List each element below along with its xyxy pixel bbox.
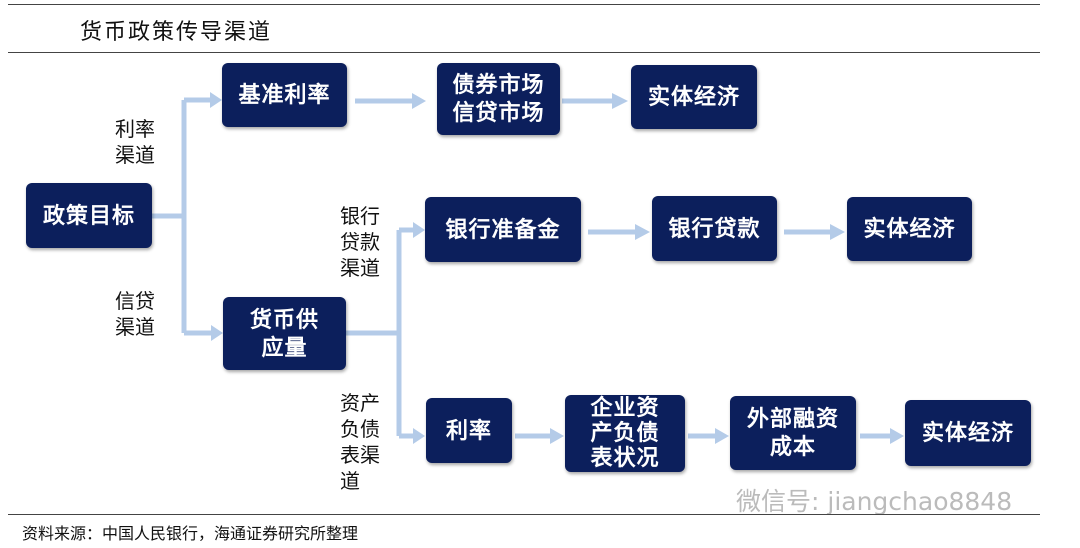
source-note: 资料来源：中国人民银行，海通证券研究所整理 [22, 524, 359, 543]
top-rule [8, 4, 1040, 5]
arrowhead [412, 93, 426, 109]
label-bank-loan-channel: 银行 贷款 渠道 [340, 204, 380, 280]
title-rule [8, 52, 1040, 53]
box-bank-reserve: 银行准备金 [425, 197, 581, 262]
box-policy-goal: 政策目标 [26, 183, 152, 248]
box-money-supply: 货币供 应量 [223, 297, 346, 370]
label-balance-sheet-channel: 资产 负债 表渠 道 [340, 391, 380, 493]
box-real-economy-2: 实体经济 [847, 197, 972, 261]
label-rate-channel: 利率 渠道 [115, 117, 155, 167]
arrowhead [413, 428, 425, 444]
box-real-economy-1: 实体经济 [631, 65, 757, 129]
box-markets: 债券市场 信贷市场 [437, 63, 560, 135]
box-external-cost: 外部融资 成本 [730, 396, 856, 470]
box-balance-sheet: 企业资 产负债 表状况 [565, 395, 685, 472]
box-interest-rate: 利率 [426, 398, 512, 463]
watermark: 微信号: jiangchao8848 [736, 487, 1013, 516]
label-credit-channel: 信贷 渠道 [115, 289, 155, 339]
arrowhead [211, 325, 223, 341]
arrowhead [612, 93, 628, 109]
arrowhead [413, 222, 425, 238]
arrowhead [210, 92, 222, 108]
bottom-rule [8, 514, 1040, 515]
box-benchmark-rate: 基准利率 [222, 63, 347, 127]
arrowhead [550, 428, 564, 444]
arrowhead [715, 428, 729, 444]
arrowhead [635, 224, 650, 240]
arrowhead [890, 428, 904, 444]
arrowhead [830, 224, 845, 240]
box-real-economy-3: 实体经济 [905, 400, 1031, 466]
box-bank-loans: 银行贷款 [652, 196, 777, 261]
page-title: 货币政策传导渠道 [80, 20, 273, 45]
